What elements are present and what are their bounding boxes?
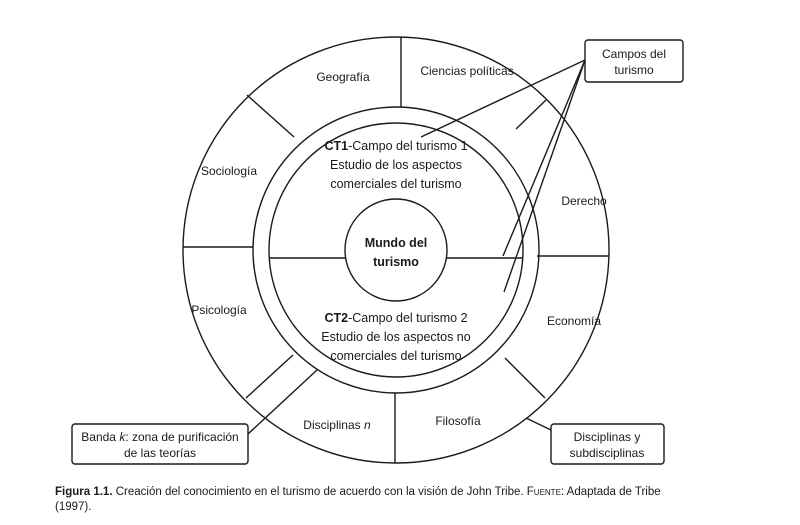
pointer-to-ct2 <box>503 59 586 293</box>
label-economia: Economía <box>547 314 601 328</box>
center-line1: Mundo del <box>365 236 428 250</box>
caption-label: Figura 1.1. <box>55 486 113 498</box>
caption-source-text: : Adaptada de Tribe (1997). <box>55 486 661 513</box>
banda-callout-box <box>71 423 249 465</box>
campos-callout-line2: turismo <box>614 63 654 77</box>
middle-ring <box>252 106 540 394</box>
ct2-line2: Estudio de los aspectos no <box>321 330 470 344</box>
center-line2: turismo <box>373 255 419 269</box>
sector-divider-lower-right <box>504 357 546 399</box>
sector-divider-upper-right <box>515 99 547 130</box>
disciplinas-callout-line1: Disciplinas y <box>574 430 641 444</box>
ct1-line3: comerciales del turismo <box>330 177 461 191</box>
campos-callout-line1: Campos del <box>602 47 666 61</box>
label-ciencias-politicas: Ciencias políticas <box>420 64 513 78</box>
inner-ring <box>268 122 524 378</box>
caption-source-label: Fuente <box>526 486 561 498</box>
label-filosofia: Filosofía <box>435 414 481 428</box>
pointer-to-disciplines <box>525 417 552 431</box>
banda-callout-line1: Banda k: zona de purificación <box>81 430 238 444</box>
ct2-line3: comerciales del turismo <box>330 349 461 363</box>
ct1-line2: Estudio de los aspectos <box>330 158 462 172</box>
label-geografia: Geografía <box>316 70 370 84</box>
banda-callout-line2: de las teorías <box>124 446 196 460</box>
sector-divider-lower-left <box>245 354 294 399</box>
pointer-to-center <box>502 59 586 257</box>
figure-caption: Figura 1.1. Creación del conocimiento en… <box>55 485 675 515</box>
label-sociologia: Sociología <box>201 164 257 178</box>
caption-text: Creación del conocimiento en el turismo … <box>112 486 527 498</box>
pointer-to-ct1 <box>420 59 586 138</box>
disciplinas-callout-line2: subdisciplinas <box>570 446 645 460</box>
center-circle <box>344 198 448 302</box>
ct1-title: CT1-Campo del turismo 1 <box>324 139 467 153</box>
sector-divider-upper-left <box>246 94 295 138</box>
label-psicologia: Psicología <box>191 303 247 317</box>
ct2-title: CT2-Campo del turismo 2 <box>324 311 467 325</box>
pointer-to-band <box>247 369 318 435</box>
outer-ring <box>182 36 610 464</box>
label-disciplinas-n: Disciplinas n <box>303 418 371 432</box>
disciplinas-callout-box <box>550 423 665 465</box>
label-derecho: Derecho <box>561 194 607 208</box>
